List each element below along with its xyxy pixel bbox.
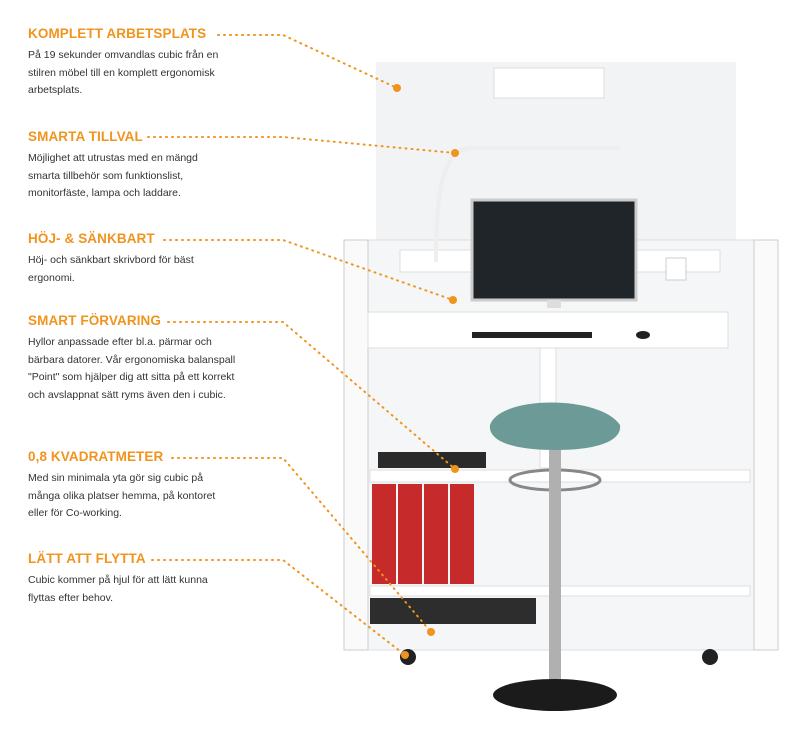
wheel xyxy=(702,649,718,665)
feature-smart-forvaring: SMART FÖRVARING Hyllor anpassade efter b… xyxy=(28,313,278,404)
feature-hoj-sankbart: HÖJ- & SÄNKBART Höj- och sänkbart skrivb… xyxy=(28,231,278,287)
feature-text: Hyllor anpassade efter bl.a. pärmar och … xyxy=(28,336,236,401)
pen-holder xyxy=(665,257,687,281)
feature-text: Höj- och sänkbart skrivbord för bäst erg… xyxy=(28,254,194,284)
feature-text: På 19 sekunder omvandlas cubic från en s… xyxy=(28,49,219,96)
feature-title: KOMPLETT ARBETSPLATS xyxy=(28,26,207,41)
foot-mat xyxy=(370,598,536,624)
right-door xyxy=(753,239,779,651)
feature-text: Med sin minimala yta gör sig cubic på må… xyxy=(28,472,216,519)
feature-komplett-arbetsplats: KOMPLETT ARBETSPLATS På 19 sekunder omva… xyxy=(28,26,278,100)
monitor xyxy=(470,198,638,302)
desk xyxy=(367,311,729,349)
binders xyxy=(372,484,474,584)
feature-title: SMARTA TILLVAL xyxy=(28,129,143,144)
feature-title: HÖJ- & SÄNKBART xyxy=(28,231,155,246)
feature-text: Cubic kommer på hjul för att lätt kunna … xyxy=(28,574,208,604)
keyboard xyxy=(472,332,592,338)
lamp xyxy=(434,146,620,263)
power-strip xyxy=(493,67,605,99)
feature-latt-att-flytta: LÄTT ATT FLYTTA Cubic kommer på hjul för… xyxy=(28,551,278,607)
point-balance-stool xyxy=(489,402,621,711)
callout-dots xyxy=(393,84,459,659)
left-door xyxy=(343,239,369,651)
feature-smarta-tillval: SMARTA TILLVAL Möjlighet att utrustas me… xyxy=(28,129,278,203)
feature-title: SMART FÖRVARING xyxy=(28,313,161,328)
monitor-stand xyxy=(547,300,561,308)
feature-title: LÄTT ATT FLYTTA xyxy=(28,551,146,566)
feature-kvadratmeter: 0,8 KVADRATMETER Med sin minimala yta gö… xyxy=(28,449,278,523)
feature-text: Möjlighet att utrustas med en mängd smar… xyxy=(28,152,198,199)
mouse xyxy=(636,331,650,339)
feature-title: 0,8 KVADRATMETER xyxy=(28,449,164,464)
laptop xyxy=(378,452,486,468)
leader-lines xyxy=(147,34,456,656)
